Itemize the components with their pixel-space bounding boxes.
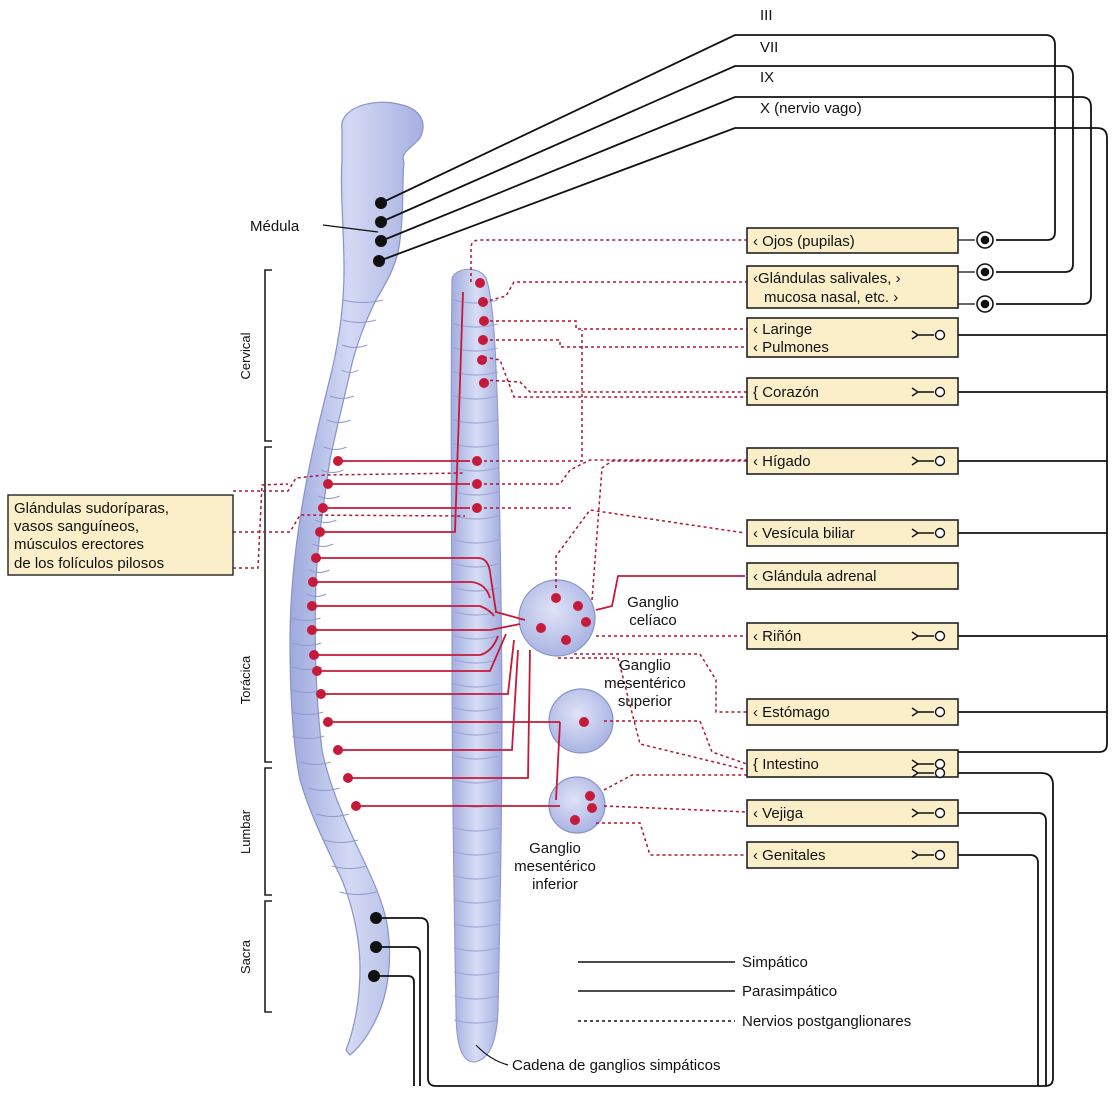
organ-label-bladder: ‹ Vejiga — [753, 805, 804, 822]
neuron-dot — [475, 278, 485, 288]
medulla-label: Médula — [250, 218, 300, 235]
neuron-dot — [472, 456, 482, 466]
inferior-mesenteric-label-2: mesentérico — [514, 858, 596, 875]
legend-label-parasympathetic: Parasimpático — [742, 983, 837, 1000]
neuron-dot — [307, 625, 317, 635]
neuron-dot — [585, 791, 595, 801]
sweat-glands-line-2: vasos sanguíneos, — [14, 518, 139, 535]
ganglion-center-icon — [982, 237, 989, 244]
superior-mesenteric-label-3: superior — [618, 693, 672, 710]
neuron-dot — [573, 601, 583, 611]
neuron-dot — [311, 553, 321, 563]
organ-label-lungs: ‹ Pulmones — [753, 339, 829, 356]
cranial-ganglion-symbols — [977, 232, 993, 312]
neuron-dot — [561, 635, 571, 645]
neuron-dot — [323, 717, 333, 727]
sweat-glands-line-4: de los folículos pilosos — [14, 555, 164, 572]
organ-label-liver: ‹ Hígado — [753, 453, 811, 470]
cranial-nerve-ix-label: IX — [760, 69, 774, 86]
organ-label-eyes: ‹ Ojos (pupilas) — [753, 233, 855, 250]
neuron-dot — [479, 378, 489, 388]
region-label-sacral: Sacra — [238, 939, 253, 974]
neuron-dot — [551, 593, 561, 603]
sympathetic-chain-label: Cadena de ganglios simpáticos — [512, 1057, 720, 1074]
organ-label-genitals: ‹ Genitales — [753, 847, 826, 864]
legend-label-postganglionic: Nervios postganglionares — [742, 1013, 911, 1030]
region-brackets — [265, 270, 272, 1012]
neuron-dot — [323, 479, 333, 489]
region-label-thoracic: Torácica — [238, 655, 253, 704]
sweat-glands-line-3: músculos erectores — [14, 536, 144, 553]
parasympathetic-terminal-symbols — [912, 331, 945, 860]
celiac-ganglion-label-1: Ganglio — [627, 594, 679, 611]
neuron-dot — [312, 666, 322, 676]
ganglion-center-icon — [982, 301, 989, 308]
neuron-dot — [472, 479, 482, 489]
neuron-dot — [351, 801, 361, 811]
superior-mesenteric-label-2: mesentérico — [604, 675, 686, 692]
parasympathetic-pathways — [323, 35, 1107, 1086]
region-label-lumbar: Lumbar — [238, 809, 253, 854]
organ-label-larynx: ‹ Laringe — [753, 321, 812, 338]
terminal-ganglion-icon — [936, 760, 945, 769]
neuron-dot — [307, 601, 317, 611]
terminal-ganglion-icon — [936, 529, 945, 538]
superior-mesenteric-label-1: Ganglio — [619, 657, 671, 674]
neuron-dot — [309, 650, 319, 660]
neuron-dot — [581, 617, 591, 627]
legend: Simpático Parasimpático Nervios postgang… — [578, 954, 911, 1030]
neuron-dot — [472, 503, 482, 513]
region-label-cervical: Cervical — [238, 332, 253, 379]
sweat-glands-line-1: Glándulas sudoríparas, — [14, 500, 169, 517]
terminal-ganglion-icon — [936, 851, 945, 860]
neuron-dot — [333, 456, 343, 466]
neuron-dot — [308, 577, 318, 587]
organ-label-nasal: mucosa nasal, etc. › — [764, 289, 898, 306]
neuron-dot — [318, 503, 328, 513]
neuron-dot — [343, 773, 353, 783]
organ-label-gallbladder: ‹ Vesícula biliar — [753, 525, 855, 542]
ganglion-center-icon — [982, 269, 989, 276]
neuron-dot — [536, 623, 546, 633]
cranial-nerve-iii-label: III — [760, 7, 773, 24]
legend-label-sympathetic: Simpático — [742, 954, 808, 971]
celiac-ganglion-label-2: celíaco — [629, 612, 677, 629]
inferior-mesenteric-label-3: inferior — [532, 876, 578, 893]
inferior-mesenteric-label-1: Ganglio — [529, 840, 581, 857]
cranial-nerve-vii-label: VII — [760, 39, 778, 56]
neuron-dot — [315, 527, 325, 537]
organ-label-adrenal: ‹ Glándula adrenal — [753, 568, 876, 585]
neuron-dot — [333, 745, 343, 755]
neuron-dot — [477, 355, 487, 365]
organ-label-stomach: ‹ Estómago — [753, 704, 830, 721]
sympathetic-chain — [451, 269, 502, 1062]
organ-label-heart: { Corazón — [753, 384, 819, 401]
neuron-dot — [579, 717, 589, 727]
terminal-ganglion-icon — [936, 809, 945, 818]
terminal-ganglion-icon — [936, 708, 945, 717]
sympathetic-preganglionic — [312, 292, 745, 806]
organ-label-kidney: ‹ Riñón — [753, 628, 801, 645]
terminal-ganglion-icon — [936, 769, 945, 778]
terminal-ganglion-icon — [936, 632, 945, 641]
organ-label-salivary: ‹Glándulas salivales, › — [753, 270, 901, 287]
terminal-ganglion-icon — [936, 331, 945, 340]
cranial-nerve-x-label: X (nervio vago) — [760, 100, 862, 117]
terminal-ganglion-icon — [936, 388, 945, 397]
neuron-dot — [570, 815, 580, 825]
neuron-dot — [587, 803, 597, 813]
neuron-dot — [316, 689, 326, 699]
organ-label-intestine: { Intestino — [753, 756, 819, 773]
medulla-nuclei — [368, 197, 387, 982]
terminal-ganglion-icon — [936, 457, 945, 466]
